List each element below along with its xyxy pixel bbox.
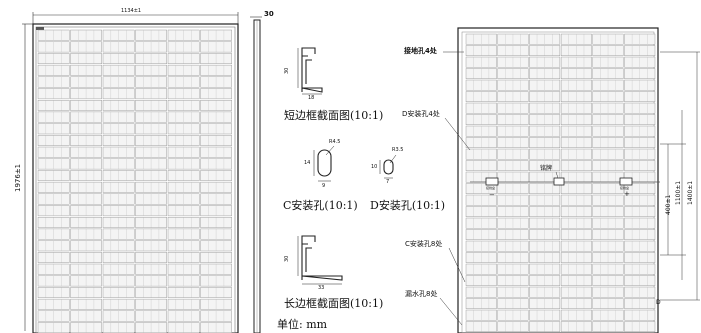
junction-boxes xyxy=(470,177,660,186)
c-hole-caption: C安装孔(10:1) xyxy=(283,199,358,212)
drain-holes-label: 漏水孔8处 xyxy=(405,290,438,298)
c-hole-height: 14 xyxy=(304,160,311,166)
minus-terminal: − xyxy=(489,191,495,199)
d-hole-radius: R3.5 xyxy=(392,147,404,153)
dim-1100: 1100±1 xyxy=(675,180,682,205)
front-height-dimension xyxy=(22,23,33,331)
c-hole-radius: R4.5 xyxy=(329,139,341,145)
d-marker: D xyxy=(656,299,661,306)
short-section-width: 18 xyxy=(308,95,315,101)
d-hole-height: 10 xyxy=(371,164,378,170)
dim-1400: 1400±1 xyxy=(687,180,694,205)
dim-400: 400±1 xyxy=(665,194,672,215)
d-mount-holes-label: D安装孔4处 xyxy=(402,110,440,118)
junction-box-left xyxy=(485,177,499,186)
plus-terminal: + xyxy=(624,190,630,198)
long-section-width: 33 xyxy=(318,285,325,291)
c-hole-width: 9 xyxy=(322,183,326,189)
d-hole-caption: D安装孔(10:1) xyxy=(370,199,446,212)
side-thickness-label: 30 xyxy=(264,10,274,18)
front-width-label: 1134±1 xyxy=(121,8,142,14)
junction-box-right xyxy=(619,177,633,186)
back-dimensions xyxy=(660,51,700,301)
nameplate xyxy=(553,177,565,186)
c-hole-detail xyxy=(313,145,335,182)
cable-label-left: 接线盒 xyxy=(486,186,496,190)
d-hole-width: 7 xyxy=(386,179,390,185)
long-section-caption: 长边框截面图(10:1) xyxy=(284,297,384,310)
front-cell-grid xyxy=(37,29,232,333)
long-frame-section xyxy=(297,235,343,285)
ground-hole-label: 接地孔4处 xyxy=(404,47,437,55)
leader-lines xyxy=(439,51,559,326)
back-cell-grid xyxy=(465,33,656,333)
nameplate-label: 铭牌 xyxy=(540,165,553,172)
short-section-caption: 短边框截面图(10:1) xyxy=(284,109,384,122)
unit-label: 单位: mm xyxy=(277,318,328,331)
d-hole-detail xyxy=(379,154,397,179)
front-width-dimension xyxy=(32,12,239,24)
cable-label-right: 接线盒 xyxy=(620,186,630,190)
short-frame-section xyxy=(297,47,323,95)
c-mount-holes-label: C安装孔8处 xyxy=(405,240,443,248)
